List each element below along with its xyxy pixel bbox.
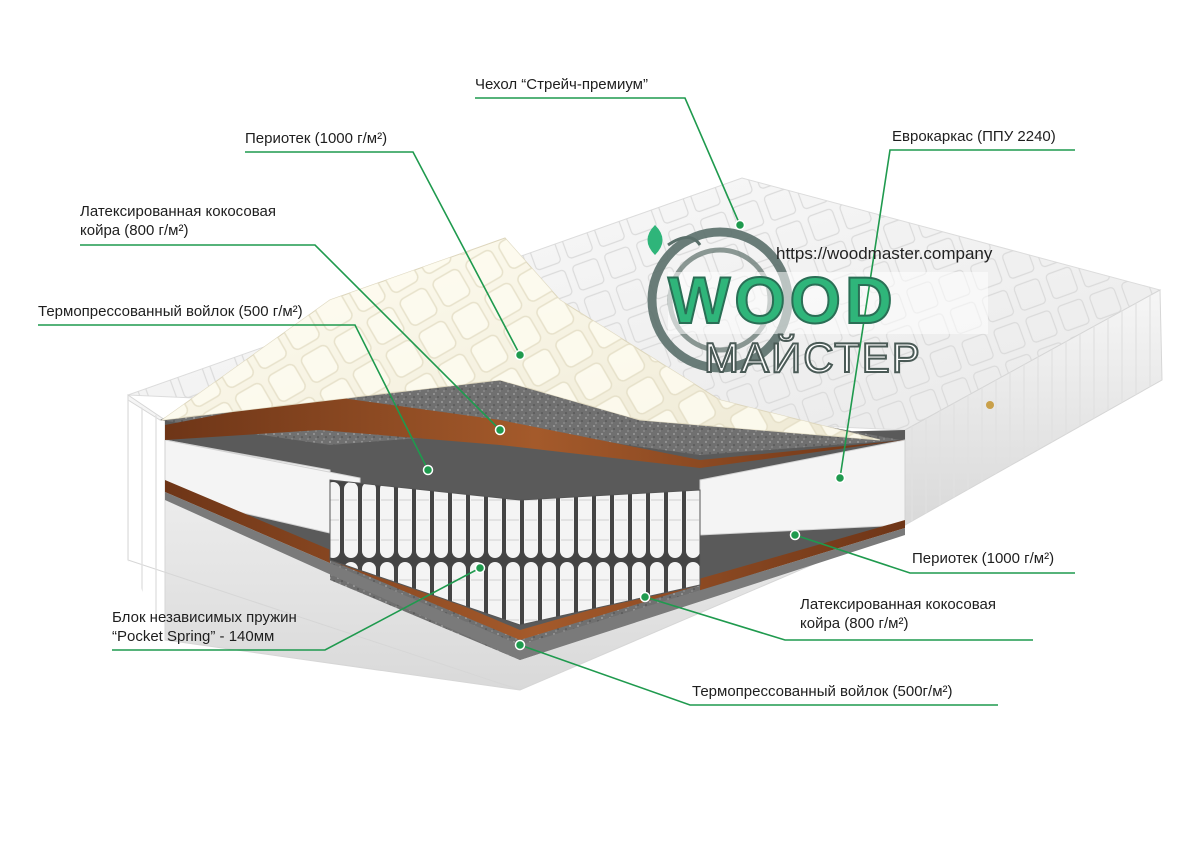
leader-line-springs — [112, 567, 481, 651]
leader-lines — [38, 97, 1075, 706]
leader-line-felt-top — [38, 324, 429, 471]
label-coir-bottom-line2: койра (800 г/м²) — [800, 615, 909, 632]
label-cover: Чехол “Стрейч-премиум” — [475, 76, 648, 93]
logo-word-wood: WOOD — [667, 262, 897, 338]
label-springs-line2: “Pocket Spring” - 140мм — [112, 628, 275, 645]
leader-line-periotek-top — [245, 151, 521, 356]
leader-line-cover — [475, 97, 741, 226]
label-felt-top: Термопрессованный войлок (500 г/м²) — [38, 303, 303, 320]
label-felt-bottom: Термопрессованный войлок (500г/м²) — [692, 683, 953, 700]
coir-bottom-layer — [165, 480, 905, 645]
coir-top-layer — [165, 395, 905, 468]
label-springs-line1: Блок независимых пружин — [112, 609, 297, 626]
label-periotek-bottom: Периотек (1000 г/м²) — [912, 550, 1055, 567]
leader-line-coir-bottom — [644, 596, 1033, 641]
logo-url: https://woodmaster.company — [776, 244, 993, 263]
label-eurocarcass: Еврокаркас (ППУ 2240) — [892, 128, 1056, 145]
label-periotek-top: Периотек (1000 г/м²) — [245, 130, 388, 147]
leader-line-eurocarcass — [839, 149, 1075, 479]
felt-bottom-layer — [330, 560, 700, 660]
leader-line-periotek-bottom — [794, 534, 1075, 574]
leader-line-coir-top — [80, 244, 501, 431]
pocket-spring-block — [329, 479, 701, 626]
label-coir-top-line1: Латексированная кокосовая — [80, 203, 276, 220]
leaf-icon — [647, 225, 663, 255]
logo-word-maister: МАЙСТЕР — [703, 333, 922, 382]
label-coir-top-line2: койра (800 г/м²) — [80, 222, 189, 239]
leader-line-felt-bottom — [519, 644, 998, 706]
label-coir-bottom-line1: Латексированная кокосовая — [800, 596, 996, 613]
woodmaister-logo — [647, 225, 988, 373]
